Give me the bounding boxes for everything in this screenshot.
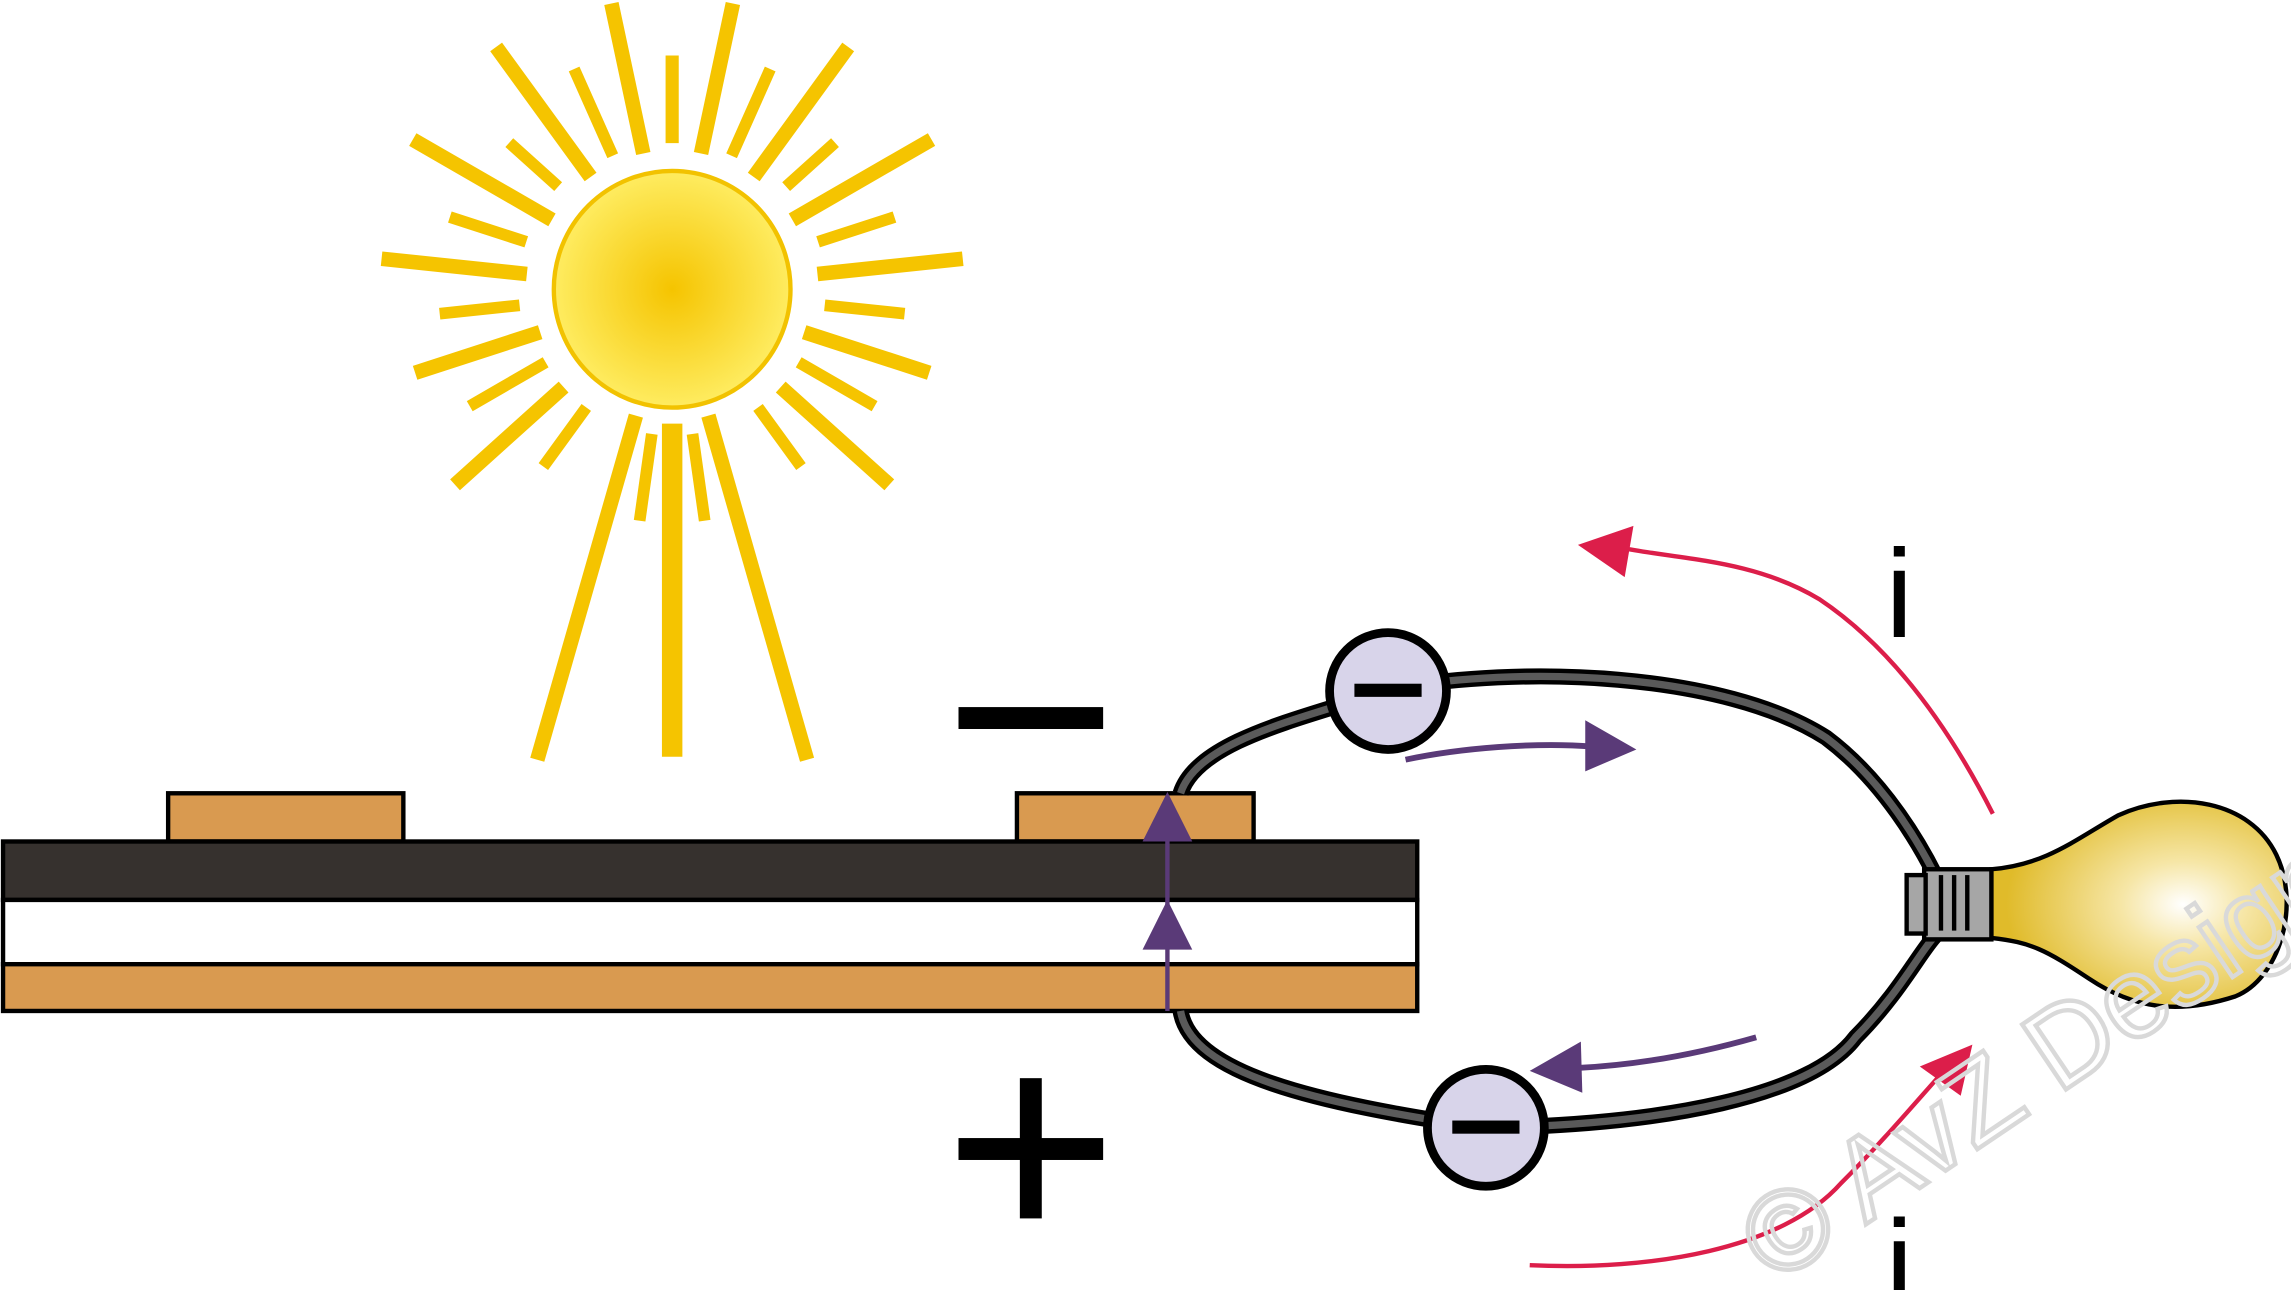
sun-rays [380,1,964,762]
electron-flow-bottom [1577,1034,1757,1071]
sun-ray [538,404,592,470]
sun-ray [505,138,563,191]
current-arrow-top-head [1577,525,1634,578]
current-label-bottom: i [1885,1194,1913,1290]
sun-ray [633,433,658,522]
sun-ray [604,1,651,156]
sun-ray [775,381,895,491]
sun-ray [747,42,855,182]
sun-ray [753,404,806,470]
sun-ray [816,251,964,282]
current-label-top: i [1885,523,1913,664]
sun-ray [448,211,529,248]
light-bulb [1904,799,2289,1010]
sun-ray [795,357,878,412]
electron-flow-top [1404,742,1593,763]
sun-ray [816,211,897,248]
sun-ray [782,138,839,191]
negative-terminal-label: − [0,0,1,1]
sun-ray [693,1,741,156]
current-arrow-bottom [1529,1062,1953,1269]
sun-ray [726,66,776,159]
electron-bottom: − [0,0,1549,1191]
sun-ray [380,251,528,282]
electron-bottom-symbol: − [0,0,1,1]
electron-top-symbol: − [0,0,1,1]
sun-ray [412,325,543,380]
sun-ray [801,325,932,380]
negative-terminal-sign [958,707,1104,730]
electron-top: − [0,0,1451,754]
current-arrow-bottom-head [1919,1044,1973,1096]
positive-terminal-label: + [0,0,1,1]
p-type-layer [0,962,1420,1014]
sun-ray [686,433,711,522]
sun-ray [450,381,569,491]
front-contact-right [1014,791,1256,844]
sun-ray [824,299,906,320]
bulb-glass [1989,799,2289,1010]
bulb-base [1921,867,1994,942]
sun-ray [439,299,521,320]
electron-flow-bottom-arrowhead [1529,1041,1583,1093]
sun-ray [490,42,597,182]
sun-ray [466,357,549,412]
internal-flow-arrow-upper [1142,791,1193,842]
front-contact-left [165,791,406,844]
electron-flow-top-arrowhead [1585,720,1637,772]
current-arrow-top [1621,545,1995,815]
sun-ray [568,66,619,159]
junction-layer [0,897,1420,967]
n-type-layer [0,839,1420,903]
sun-ray [409,133,556,227]
sun [551,168,793,410]
internal-flow-arrow-lower [1142,899,1193,950]
sun-ray [701,413,815,762]
positive-terminal-sign [958,1078,1104,1219]
sun-ray [788,133,936,227]
sun-ray [530,413,643,762]
